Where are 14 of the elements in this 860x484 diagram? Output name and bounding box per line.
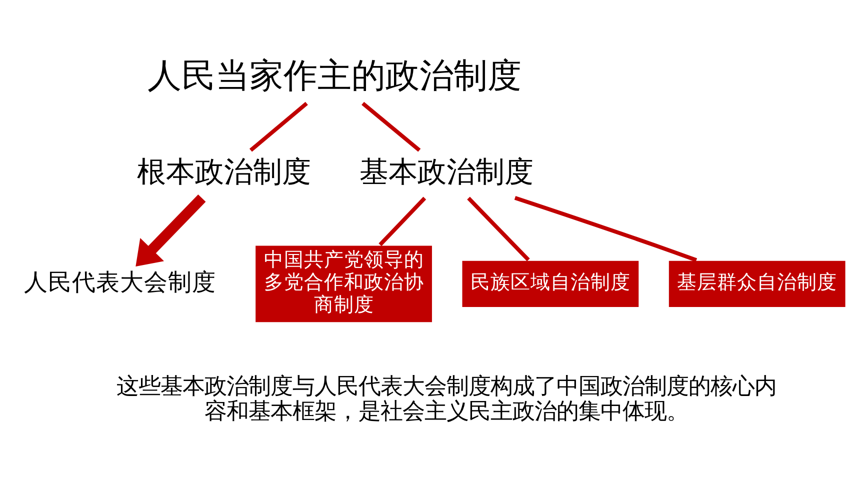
arrow [136,194,206,266]
node-box: 中国共产党领导的多党合作和政治协商制度 [254,244,434,323]
connector [514,195,698,262]
label: 这些基本政治制度与人民代表大会制度构成了中国政治制度的核心内容和基本框架，是社会主义民主政治的集中体现。 [116,372,776,423]
node-text: 人民当家作主的政治制度 [148,57,522,94]
node-text: 根本政治制度 [136,156,311,188]
connector [249,101,308,152]
node-box: 民族区域自治制度 [460,259,640,308]
connector [378,196,426,246]
node-box: 基层群众自治制度 [668,259,847,308]
connector [467,196,530,261]
node-text: 基本政治制度 [359,156,534,188]
connector [362,101,421,152]
node-text: 人民代表大会制度 [24,269,216,296]
